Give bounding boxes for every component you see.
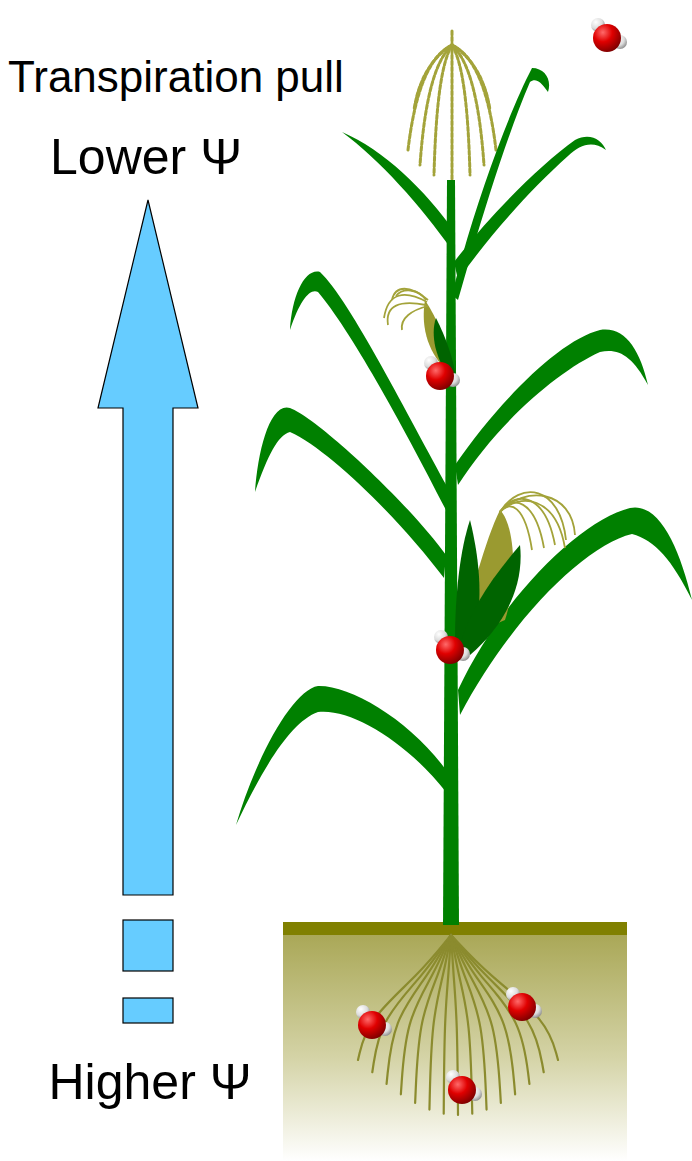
soil: [283, 922, 627, 1161]
potential-arrow: [98, 200, 198, 1023]
potential-label-box: Lower Ψ: [50, 132, 242, 182]
transpiration-label-box: Transpiration pull: [8, 55, 344, 99]
root-strand: [451, 935, 544, 1072]
root-strand: [451, 935, 558, 1060]
transpiration-label: Transpiration pull: [8, 55, 344, 99]
root-strand: [429, 935, 451, 1110]
leaves: [236, 68, 692, 825]
potential-label-box: Higher Ψ: [49, 1057, 252, 1107]
root-strand: [451, 935, 515, 1094]
lower-ear: [455, 492, 575, 655]
stem: [443, 180, 459, 925]
potential-label: Lower Ψ: [50, 132, 242, 182]
tassel: [408, 30, 496, 185]
potential-label: Higher Ψ: [49, 1057, 252, 1107]
